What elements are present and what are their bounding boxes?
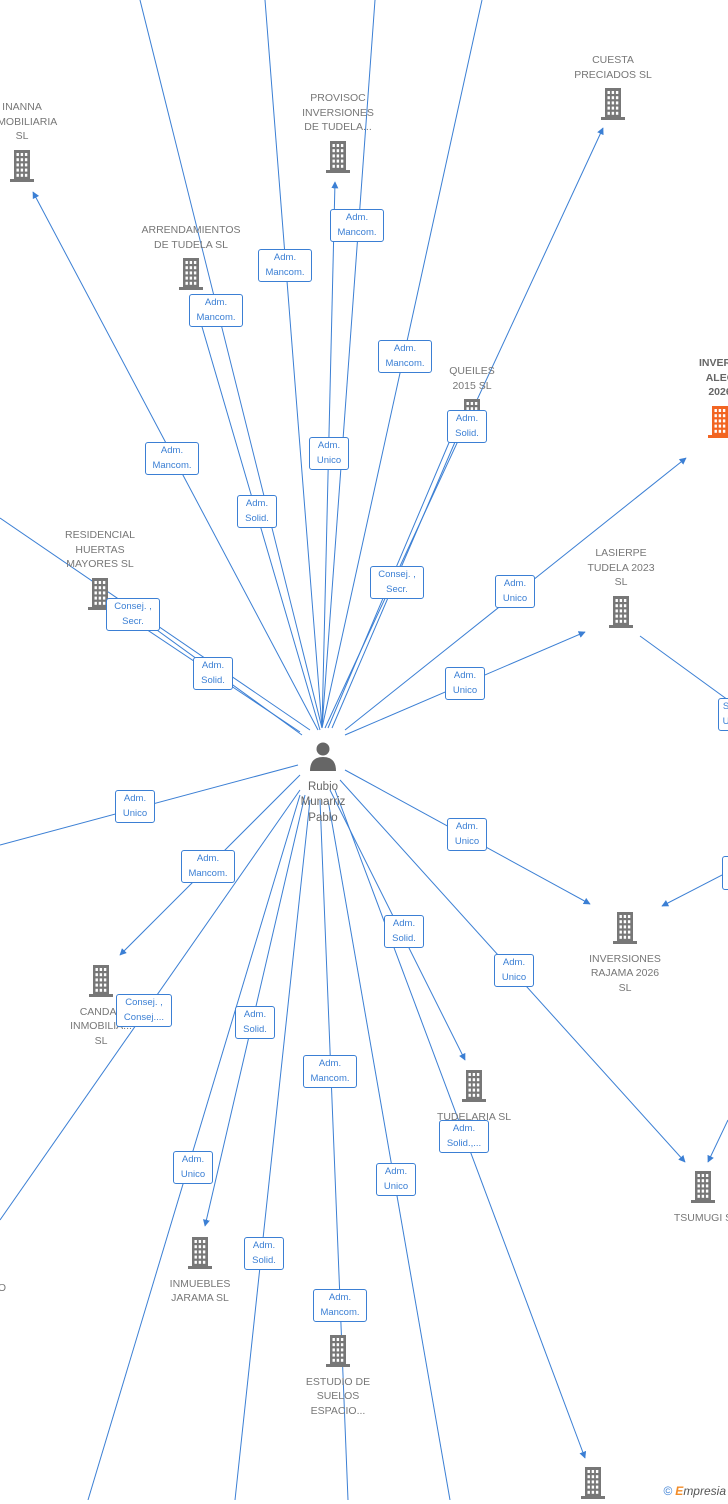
company-label: HUERTAS: [75, 543, 125, 556]
edge-label-provisoc[interactable]: Adm.Mancom.: [330, 209, 384, 242]
company-node-tudelaria[interactable]: TUDELARIA SL: [404, 1068, 544, 1124]
copyright-symbol: ©: [663, 1484, 673, 1498]
building-icon: [88, 577, 112, 610]
partial-company-label: O: [0, 1282, 7, 1294]
brand-footer: ©Empresia: [663, 1484, 726, 1498]
company-node-tsumugi[interactable]: TSUMUGI S: [633, 1169, 728, 1225]
company-node-estudio[interactable]: ESTUDIO DE SUELOS ESPACIO...: [268, 1333, 408, 1418]
company-label: MAYORES SL: [66, 558, 134, 570]
company-label: TUDELARIA SL: [436, 1110, 512, 1123]
company-node-cuesta[interactable]: CUESTA PRECIADOS SL: [543, 53, 683, 125]
building-icon: [691, 1171, 715, 1203]
edge-label-tsumugi[interactable]: Adm.Unico: [494, 954, 534, 987]
edge-label-solid-4[interactable]: Adm.Solid.,...: [439, 1120, 489, 1153]
company-label: SUELOS: [316, 1390, 360, 1402]
company-node-inanna[interactable]: INANNA INMOBILIARIA SL: [0, 100, 92, 186]
edge-label-candal[interactable]: Adm.Mancom.: [181, 850, 235, 883]
edge-label-inanna[interactable]: Adm.Mancom.: [145, 442, 199, 475]
edge-label-solid-3[interactable]: Adm.Solid.: [235, 1006, 275, 1039]
company-label: INMUEBLES: [169, 1277, 231, 1290]
edge-label-lasierpe[interactable]: Adm.Unico: [445, 667, 485, 700]
company-label: INMOBILIARIA: [0, 115, 58, 128]
edge-label-queiles[interactable]: Adm.Solid.: [447, 410, 487, 443]
person-icon: [310, 742, 336, 771]
company-node-lasierpe[interactable]: LASIERPE TUDELA 2023 SL: [551, 546, 691, 632]
edge-label-estudio[interactable]: Adm.Mancom.: [313, 1289, 367, 1322]
person-node[interactable]: Rubio Munarriz Pablo: [253, 740, 393, 825]
edge-label-arrendamientos[interactable]: Adm.Mancom.: [189, 294, 243, 327]
edge-label-consej-1[interactable]: Consej. ,Secr.: [370, 566, 424, 599]
company-node-residencial[interactable]: RESIDENCIAL HUERTAS MAYORES SL: [30, 528, 170, 614]
edge-label-solid-5[interactable]: Adm.Solid.: [244, 1237, 284, 1270]
company-label: QUEILES: [449, 365, 495, 377]
company-label: INVERSIONES: [589, 952, 661, 965]
edge-label-solid-2[interactable]: Adm.Solid.: [193, 657, 233, 690]
company-label: SL: [94, 1034, 108, 1047]
company-label: CANDAL: [79, 1005, 123, 1018]
company-label: JARAMA SL: [171, 1292, 229, 1304]
company-label: INVERSI: [698, 357, 728, 369]
company-node-arrendamientos[interactable]: ARRENDAMIENTOS DE TUDELA SL: [121, 223, 261, 295]
edge-label-alec[interactable]: Adm.Unico: [495, 575, 535, 608]
building-icon: [609, 595, 633, 628]
building-icon: [462, 1070, 486, 1102]
building-icon: [601, 88, 625, 120]
building-icon: [326, 1335, 350, 1367]
edge-label-unico-left[interactable]: Adm.Unico: [115, 790, 155, 823]
company-node-provisoc[interactable]: PROVISOC INVERSIONES DE TUDELA...: [268, 91, 408, 177]
edge-label-mancom-1[interactable]: Adm.Mancom.: [258, 249, 312, 282]
company-node-bottom-right[interactable]: [523, 1465, 663, 1504]
building-icon: [581, 1467, 605, 1499]
company-label: RESIDENCIAL: [64, 529, 136, 541]
building-icon: [613, 912, 637, 944]
company-label: PRECIADOS SL: [574, 68, 652, 81]
company-label: TUDELA 2023: [587, 561, 655, 574]
company-label: SL: [614, 576, 628, 588]
edge-label-mancom-3[interactable]: Adm.Mancom.: [303, 1055, 357, 1088]
edge-label-partial-2[interactable]: [722, 856, 728, 890]
person-name-line-2: Munarriz: [300, 796, 346, 808]
edge-label-residencial[interactable]: Consej. ,Secr.: [106, 598, 160, 631]
company-label: INVERSIONES: [302, 106, 374, 119]
edge-label-unico-1[interactable]: Adm.Unico: [309, 437, 349, 470]
building-icon: [10, 149, 34, 182]
company-label: CUESTA: [592, 54, 634, 66]
edge-label-tudelaria[interactable]: Adm.Solid.: [384, 915, 424, 948]
company-label: DE TUDELA SL: [154, 238, 228, 251]
company-label: 2026: [708, 386, 728, 398]
edge-label-consej-2[interactable]: Consej. ,Consej....: [116, 994, 172, 1027]
edge-label-unico-3[interactable]: Adm.Unico: [376, 1163, 416, 1196]
company-label: SL: [15, 130, 29, 142]
company-node-candal[interactable]: CANDAL INMOBILIA... SL: [31, 963, 171, 1048]
company-label: LASIERPE: [595, 547, 647, 559]
company-label: TSUMUGI S: [673, 1211, 728, 1224]
company-label: 2015 SL: [452, 379, 492, 392]
edge-label-unico-2[interactable]: Adm.Unico: [173, 1151, 213, 1184]
company-node-jarama[interactable]: INMUEBLES JARAMA SL: [130, 1235, 270, 1306]
person-name-line-1: Rubio: [307, 780, 339, 793]
building-icon: [708, 405, 728, 438]
company-label: SL: [618, 981, 632, 994]
building-icon: [179, 258, 203, 290]
edge-label-rajama[interactable]: Adm.Unico: [447, 818, 487, 851]
building-icon: [326, 140, 350, 173]
company-label: ARRENDAMIENTOS: [141, 224, 241, 236]
company-label: ESPACIO...: [310, 1404, 366, 1417]
company-label: RAJAMA 2026: [590, 967, 660, 979]
brand-name: mpresia: [683, 1484, 726, 1498]
brand-initial: E: [675, 1484, 684, 1498]
person-name-line-3: Pablo: [308, 811, 338, 824]
company-node-rajama[interactable]: INVERSIONES RAJAMA 2026 SL: [555, 910, 695, 995]
building-icon: [89, 965, 113, 997]
building-icon: [188, 1237, 212, 1269]
company-label: DE TUDELA...: [304, 121, 372, 133]
edge-label-mancom-2[interactable]: Adm.Mancom.: [378, 340, 432, 373]
company-label: PROVISOC: [310, 92, 366, 104]
company-label: ALEC: [705, 371, 728, 384]
company-label: ESTUDIO DE: [305, 1375, 371, 1388]
company-node-inversiones-alec[interactable]: INVERSI ALEC 2026: [650, 356, 728, 442]
edge-label-solid-1[interactable]: Adm.Solid.: [237, 495, 277, 528]
company-label: INANNA: [2, 101, 42, 113]
